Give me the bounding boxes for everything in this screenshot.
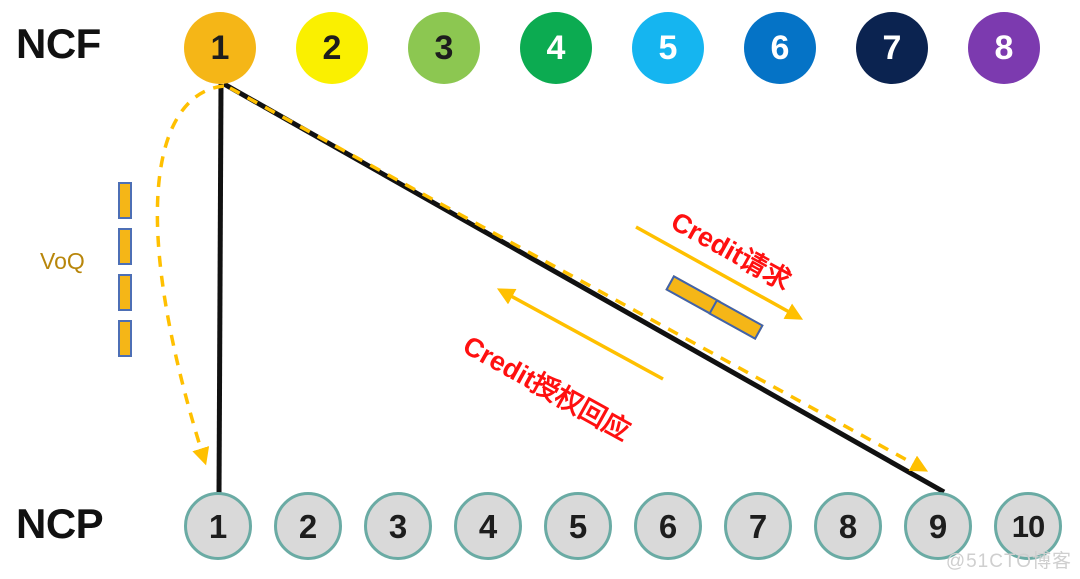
ncf-node-1[interactable]: 1 (184, 12, 256, 84)
voq-label: VoQ (40, 248, 85, 274)
ncp-node-8[interactable]: 8 (814, 492, 882, 560)
voq-block-4 (118, 320, 132, 357)
ncf-node-8[interactable]: 8 (968, 12, 1040, 84)
credit-request-arrow (635, 225, 804, 320)
ncf-node-7[interactable]: 7 (856, 12, 928, 84)
ncf-node-3[interactable]: 3 (408, 12, 480, 84)
watermark: @51CTO博客 (945, 551, 1072, 572)
ncf-node-2[interactable]: 2 (296, 12, 368, 84)
voq-block-1 (118, 182, 132, 219)
ncf-row-label: NCF (16, 20, 101, 67)
credit-grant-arrow (496, 288, 664, 381)
ncp-node-2[interactable]: 2 (274, 492, 342, 560)
ncp-node-6[interactable]: 6 (634, 492, 702, 560)
ncp-node-3[interactable]: 3 (364, 492, 432, 560)
ncf-node-6[interactable]: 6 (744, 12, 816, 84)
ncf-node-4[interactable]: 4 (520, 12, 592, 84)
ncp-row-label: NCP (16, 500, 104, 547)
ncp-node-7[interactable]: 7 (724, 492, 792, 560)
ncf-node-5[interactable]: 5 (632, 12, 704, 84)
dashed-path-ncf1-to-ncp1 (155, 84, 225, 466)
voq-block-2 (118, 228, 132, 265)
ncp-node-1[interactable]: 1 (184, 492, 252, 560)
dashed-path-ncf1-to-ncp9 (229, 86, 929, 472)
voq-block-3 (118, 274, 132, 311)
ncp-node-4[interactable]: 4 (454, 492, 522, 560)
link-ncf1-to-ncp9 (222, 81, 946, 495)
ncp-node-10[interactable]: 10 (994, 492, 1062, 560)
ncp-node-5[interactable]: 5 (544, 492, 612, 560)
link-ncf1-to-ncp1 (216, 83, 224, 497)
ncp-node-9[interactable]: 9 (904, 492, 972, 560)
